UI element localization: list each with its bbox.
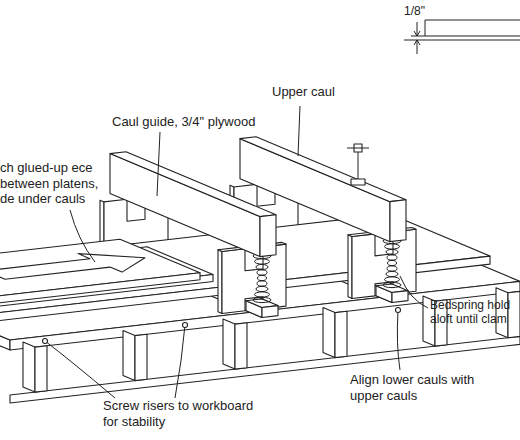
base-runner	[10, 336, 520, 403]
leader-line	[70, 210, 95, 262]
callout-label: Bedspring hold aloft until clam	[430, 298, 520, 327]
upper-caul-top	[110, 152, 276, 217]
spring-coil	[387, 266, 397, 271]
spring-coil	[253, 297, 271, 302]
spring-coil	[385, 277, 400, 282]
spring-coil	[256, 286, 268, 291]
clamp-pad	[351, 179, 365, 185]
clamp	[347, 144, 369, 185]
bedspring	[253, 253, 271, 302]
bedspring	[383, 238, 401, 287]
leader-dot	[396, 308, 401, 313]
callout-label: Upper caul	[272, 84, 362, 100]
caul-guide-edge	[348, 235, 352, 299]
dimension-arrows	[414, 22, 420, 54]
callout-label: Align lower cauls with upper cauls	[350, 372, 475, 403]
lower-caul-end	[262, 306, 278, 318]
clamp-handle	[347, 148, 369, 149]
lower-caul-end	[392, 291, 408, 303]
upper-platen-edge	[0, 273, 200, 312]
caul-profile	[425, 20, 520, 36]
spring-coil	[256, 264, 268, 269]
direction-arrow	[0, 254, 145, 280]
leader-line	[400, 276, 428, 308]
spring-coil	[258, 275, 267, 280]
clamp-screw	[358, 150, 359, 179]
spring-coil	[383, 282, 401, 287]
spring-coil	[257, 281, 267, 286]
spring-coil	[255, 259, 270, 264]
riser-side	[23, 342, 35, 392]
riser-side	[223, 319, 235, 369]
leader-dot	[43, 339, 48, 344]
spring-coil	[257, 270, 267, 275]
riser-side	[323, 308, 335, 358]
callout-label: Caul guide, 3/4" plywood	[112, 114, 292, 130]
leader-line	[157, 132, 160, 196]
upper-caul-top	[240, 137, 406, 202]
upper-caul-end	[390, 200, 406, 242]
riser	[135, 334, 147, 380]
caul-guide-edge	[218, 250, 222, 314]
spring-coil	[387, 255, 397, 260]
leader-line	[175, 325, 185, 398]
leader-dot	[183, 323, 188, 328]
spring-coil	[386, 271, 398, 276]
callout-label: ch glued-up ece between platens, de unde…	[0, 160, 112, 207]
leader-line	[397, 310, 400, 370]
crown-detail	[404, 20, 520, 54]
spring-coil	[385, 244, 400, 249]
riser	[235, 323, 247, 369]
reference-line	[404, 36, 520, 40]
leader-line	[45, 341, 115, 398]
riser	[35, 346, 47, 392]
spring-coil	[386, 249, 398, 254]
spring-coil	[388, 260, 397, 265]
riser	[335, 311, 347, 357]
riser-side	[123, 331, 135, 381]
leader-line	[298, 106, 300, 156]
callout-label: Screw risers to workboard for stability	[103, 398, 263, 429]
dimension-label: 1/8"	[404, 4, 448, 18]
upper-caul-end	[260, 215, 276, 257]
spring-coil	[255, 292, 270, 297]
